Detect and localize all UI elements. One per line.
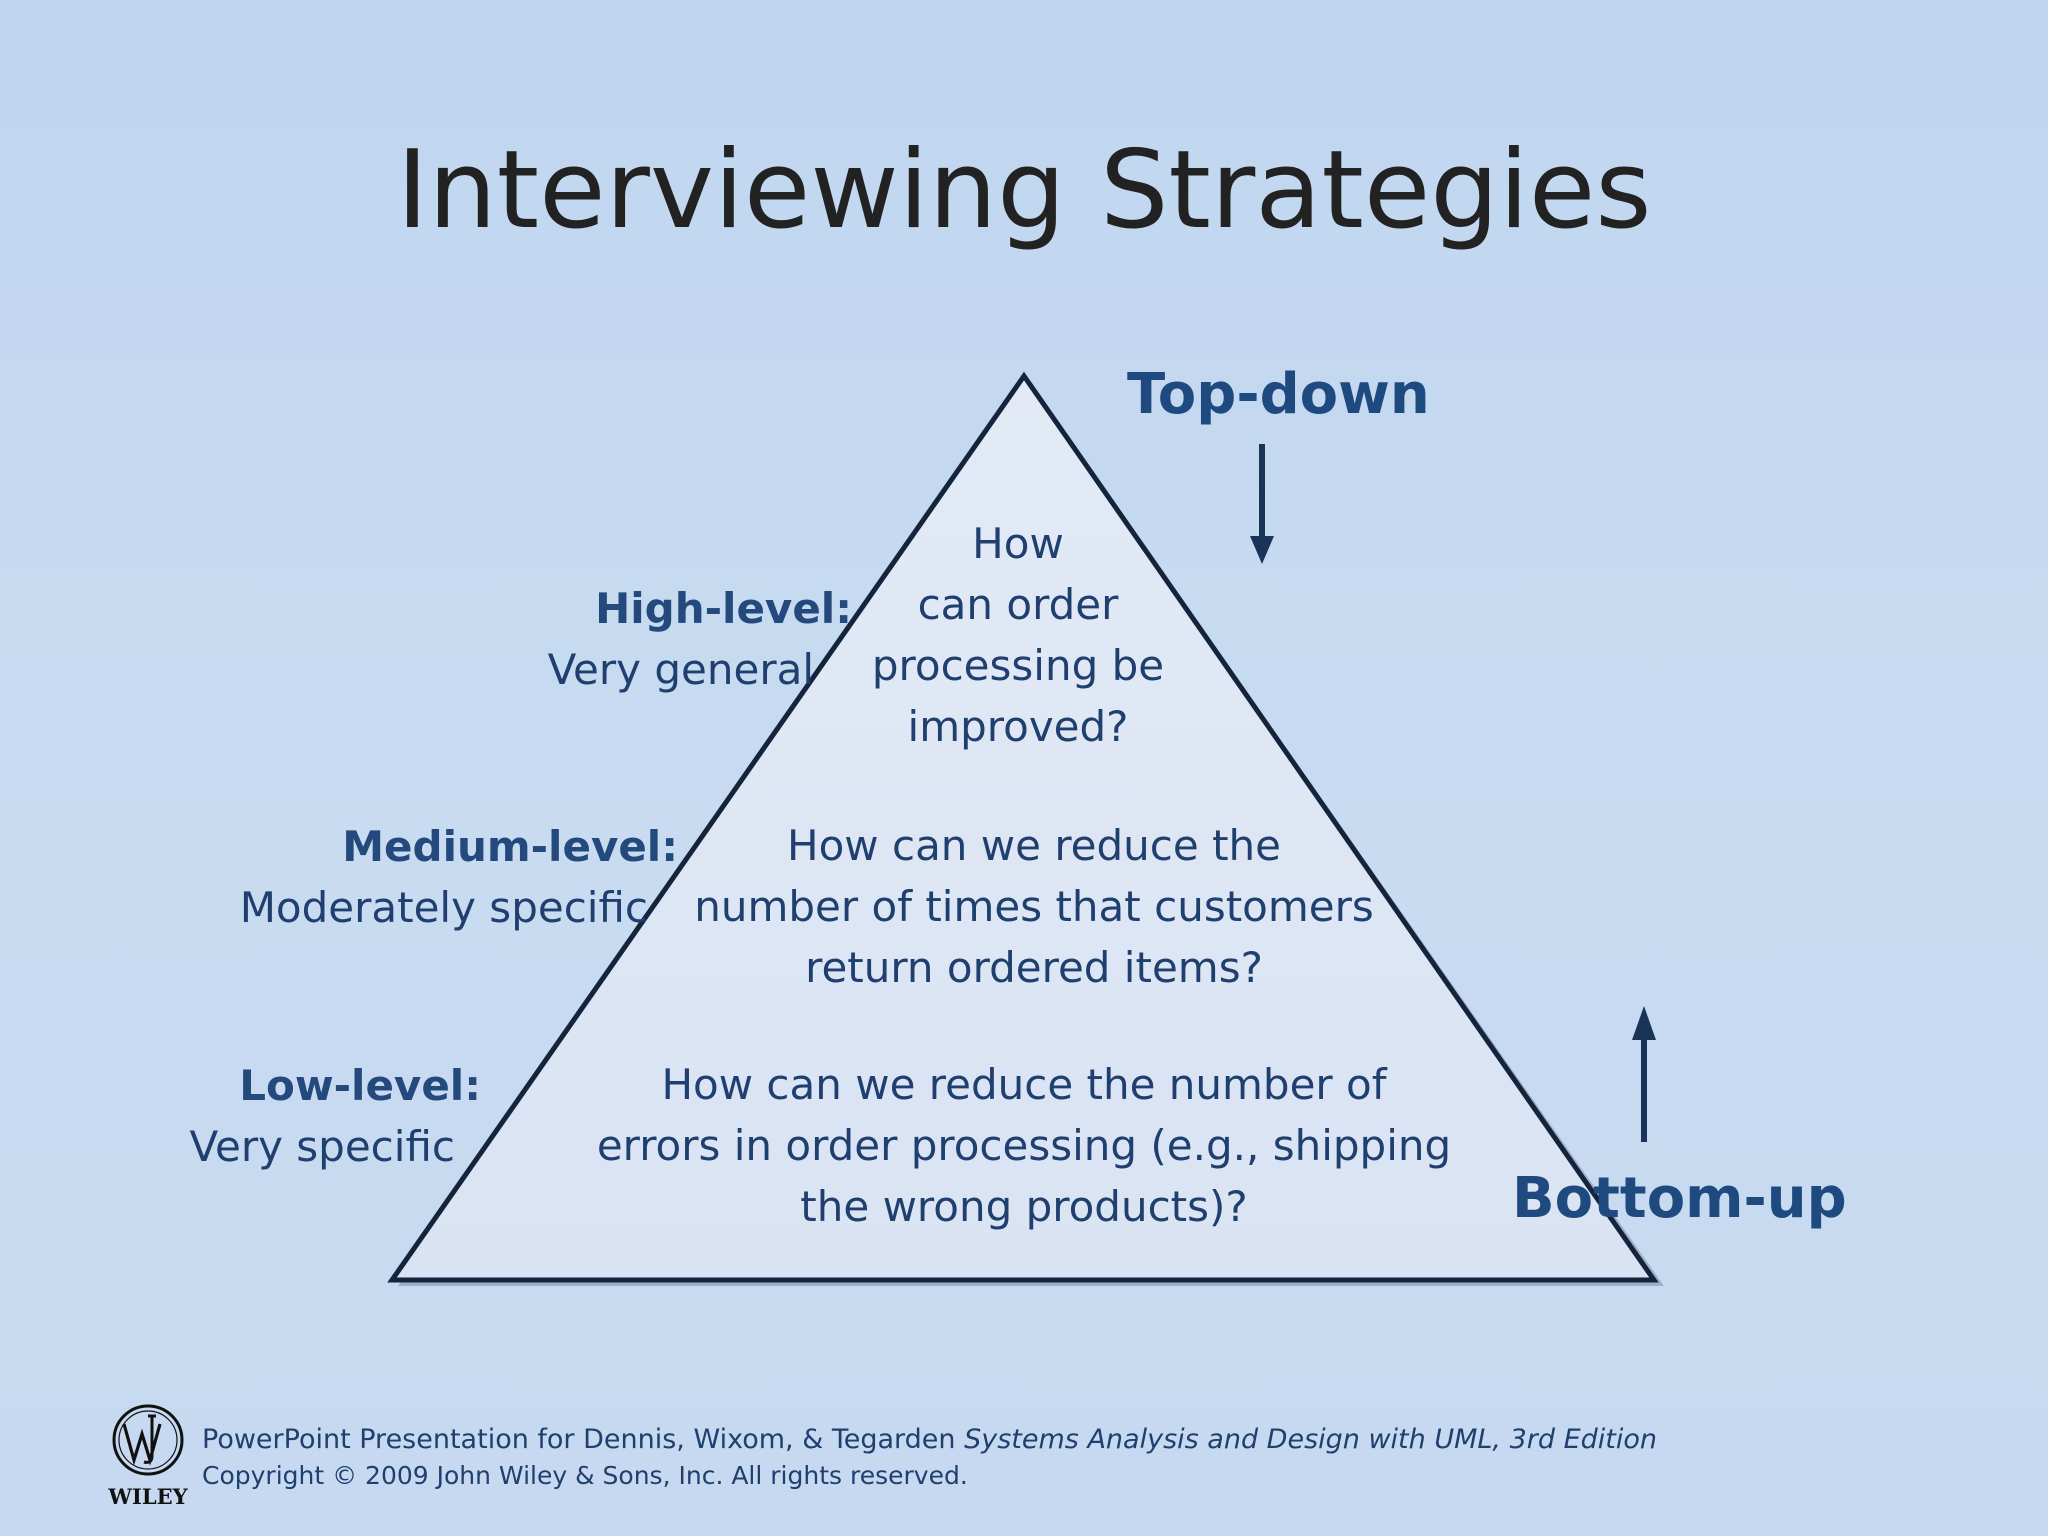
bottom-question-line: errors in order processing (e.g., shippi… bbox=[596, 1121, 1452, 1170]
low-level-description: Very specific bbox=[189, 1122, 455, 1171]
high-level-title: High-level: bbox=[595, 584, 852, 633]
arrow-up-icon bbox=[1632, 1006, 1656, 1142]
slide-title: Interviewing Strategies bbox=[396, 128, 1652, 253]
low-level-label: Low-level: Very specific bbox=[189, 1055, 481, 1177]
footer-book-title: Systems Analysis and Design with UML, 3r… bbox=[964, 1424, 1658, 1455]
footer-credit-prefix: PowerPoint Presentation for Dennis, Wixo… bbox=[202, 1424, 965, 1455]
top-question: How can order processing be improved? bbox=[834, 513, 1202, 757]
middle-question: How can we reduce the number of times th… bbox=[664, 815, 1404, 998]
bottom-question: How can we reduce the number of errors i… bbox=[564, 1054, 1484, 1237]
high-level-label: High-level: Very general bbox=[547, 578, 852, 700]
footer-credit: PowerPoint Presentation for Dennis, Wixo… bbox=[202, 1422, 1657, 1458]
medium-level-description: Moderately specific bbox=[239, 883, 648, 932]
top-question-line: How bbox=[972, 519, 1064, 568]
top-question-line: processing be bbox=[871, 641, 1165, 690]
arrow-down-icon bbox=[1250, 444, 1274, 564]
bottom-question-line: How can we reduce the number of bbox=[661, 1060, 1387, 1109]
pyramid-triangle bbox=[387, 371, 1659, 1283]
wiley-logo-icon bbox=[112, 1404, 184, 1476]
top-question-line: can order bbox=[917, 580, 1119, 629]
middle-question-line: number of times that customers bbox=[694, 882, 1374, 931]
medium-level-title: Medium-level: bbox=[342, 822, 678, 871]
middle-question-line: return ordered items? bbox=[805, 943, 1263, 992]
middle-question-line: How can we reduce the bbox=[787, 821, 1281, 870]
bottom-up-label: Bottom-up bbox=[1512, 1166, 1847, 1231]
low-level-title: Low-level: bbox=[239, 1061, 481, 1110]
high-level-description: Very general bbox=[547, 645, 814, 694]
top-question-line: improved? bbox=[907, 702, 1129, 751]
top-down-label: Top-down bbox=[1127, 362, 1430, 427]
medium-level-label: Medium-level: Moderately specific bbox=[239, 816, 678, 938]
footer-copyright: Copyright © 2009 John Wiley & Sons, Inc.… bbox=[202, 1461, 968, 1490]
logo-wordmark: WILEY bbox=[108, 1484, 188, 1509]
bottom-question-line: the wrong products)? bbox=[800, 1182, 1248, 1231]
footer: PowerPoint Presentation for Dennis, Wixo… bbox=[202, 1422, 1657, 1494]
